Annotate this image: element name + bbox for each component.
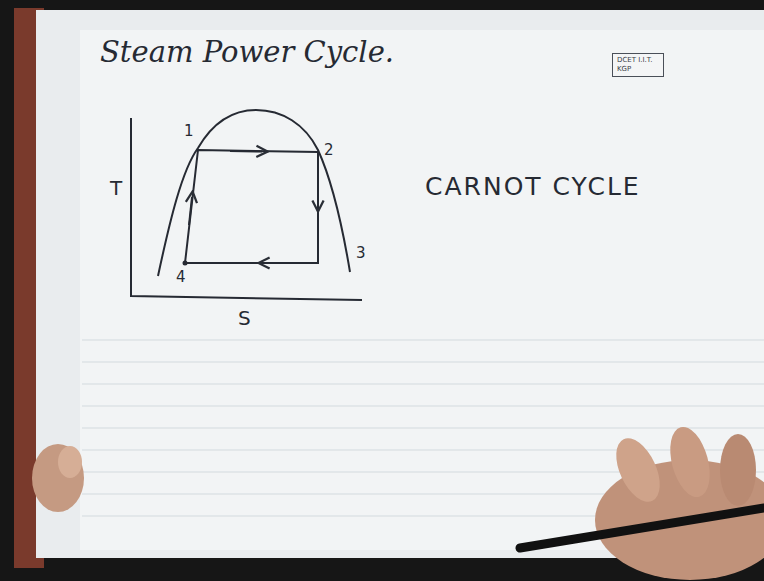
ruled-line <box>82 362 764 363</box>
ruled-line <box>82 450 764 451</box>
left-thumb <box>58 446 82 478</box>
right-finger <box>663 423 716 502</box>
saturation-dome <box>158 110 350 276</box>
pen <box>520 508 764 548</box>
ruled-line <box>82 406 764 407</box>
slide-title: Steam Power Cycle. <box>100 38 394 67</box>
flow-arrow <box>317 180 319 206</box>
flow-arrow <box>189 197 192 225</box>
ruled-line <box>82 340 764 341</box>
logo-box: DCET I.I.T. KGP <box>612 53 664 77</box>
axis-label: T <box>110 178 122 198</box>
right-finger <box>720 434 756 506</box>
hands <box>32 423 764 580</box>
axis-label: S <box>238 308 251 328</box>
ruled-line <box>82 384 764 385</box>
axes <box>131 118 362 300</box>
left-hand <box>32 444 84 512</box>
state-number: 2 <box>324 143 334 158</box>
state-number: 3 <box>356 246 366 261</box>
right-finger <box>607 432 668 509</box>
cycle-path <box>185 150 318 263</box>
flow-arrow <box>230 150 262 153</box>
ruled-line <box>82 428 764 429</box>
state-number: 4 <box>176 270 186 285</box>
paper-sheet <box>36 10 764 558</box>
flow-arrow <box>264 262 290 264</box>
cycle-name: CARNOT CYCLE <box>425 174 641 199</box>
state-number: 1 <box>184 124 194 139</box>
state-point <box>183 261 188 266</box>
logo-text: DCET I.I.T. KGP <box>613 54 663 76</box>
